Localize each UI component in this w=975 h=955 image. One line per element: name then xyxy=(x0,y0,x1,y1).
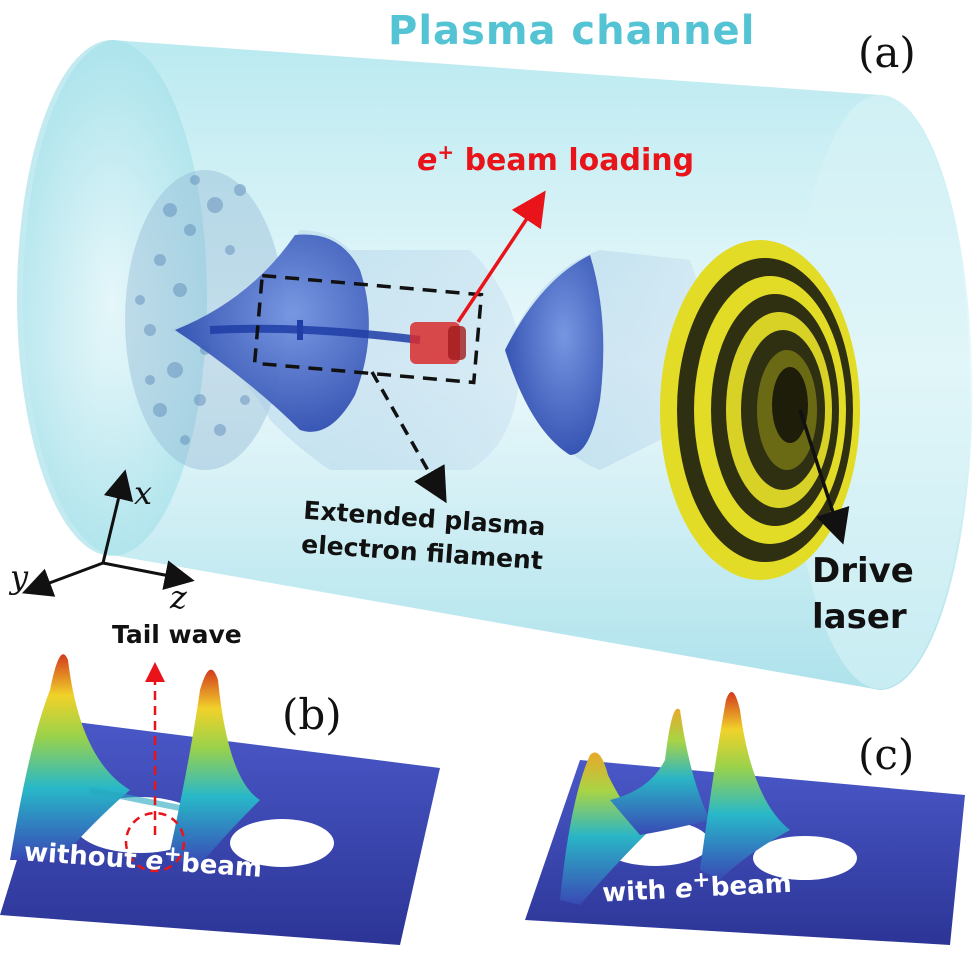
panel-c-label: (c) xyxy=(858,730,915,779)
without-positron-sup: + xyxy=(162,841,183,868)
panel-a-label: (a) xyxy=(858,28,916,77)
positron-beam xyxy=(410,322,466,364)
without-suffix: beam xyxy=(180,848,263,884)
beam-loading-arrow xyxy=(456,190,546,323)
positron-sup: + xyxy=(437,140,455,164)
without-positron-symbol: e xyxy=(144,845,165,878)
axis-z-label: z xyxy=(170,578,187,616)
coordinate-axes xyxy=(21,469,195,597)
drive-laser-arrow xyxy=(798,409,850,545)
plasma-channel-title: Plasma channel xyxy=(388,8,756,54)
wake-bubble-2 xyxy=(505,250,708,470)
drive-label-line2: laser xyxy=(812,597,907,637)
with-suffix: beam xyxy=(710,868,793,903)
electron-filament xyxy=(209,320,421,344)
drive-label-line1: Drive xyxy=(812,551,914,591)
axis-x-label: x xyxy=(134,474,153,512)
tail-wave-label: Tail wave xyxy=(112,620,242,649)
positron-symbol: e xyxy=(417,143,438,178)
surface-with-beam xyxy=(525,692,965,945)
panel-b-label: (b) xyxy=(282,690,342,739)
with-positron-sup: + xyxy=(691,867,712,894)
with-positron-symbol: e xyxy=(674,873,694,905)
drive-laser xyxy=(660,240,860,580)
beam-loading-text: beam loading xyxy=(454,143,695,178)
surface-without-beam xyxy=(0,654,440,945)
beam-loading-label: e+ beam loading xyxy=(417,140,694,178)
with-prefix: with xyxy=(601,874,676,909)
drive-laser-label: Drive laser xyxy=(812,548,914,640)
tail-wave-circle xyxy=(124,811,186,873)
filament-arrow xyxy=(370,371,447,504)
axis-y-label: y xyxy=(10,558,29,596)
filament-highlight-box xyxy=(252,273,484,385)
